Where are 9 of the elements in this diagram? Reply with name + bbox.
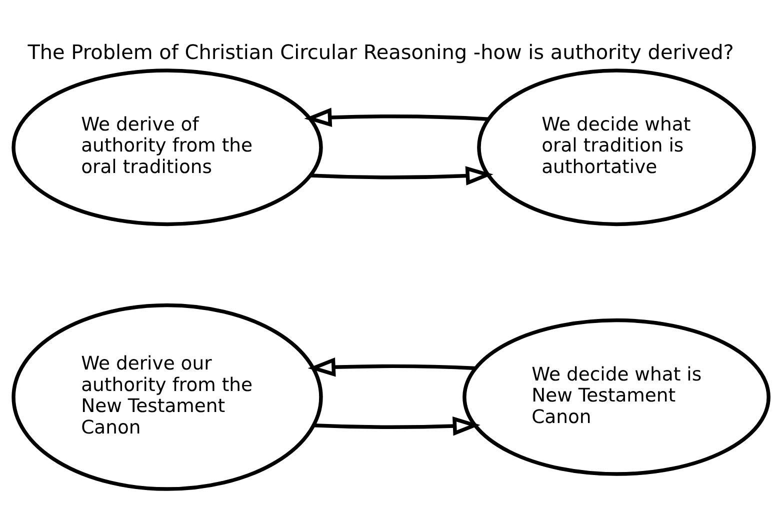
- arrow: [304, 107, 488, 127]
- node-ellipse: We derive our authority from the New Testament Canon: [12, 302, 323, 490]
- node-ellipse: We derive of authority from the oral traditions: [12, 68, 323, 226]
- node-ellipse: We decide what oral tradition is authortative: [477, 68, 756, 226]
- arrow: [310, 166, 494, 185]
- arrow: [313, 416, 480, 436]
- node-ellipse: We decide what is New Testament Canon: [462, 318, 770, 476]
- arrow: [308, 356, 476, 376]
- diagram-title: The Problem of Christian Circular Reasoning -how is authority derived?: [28, 39, 734, 64]
